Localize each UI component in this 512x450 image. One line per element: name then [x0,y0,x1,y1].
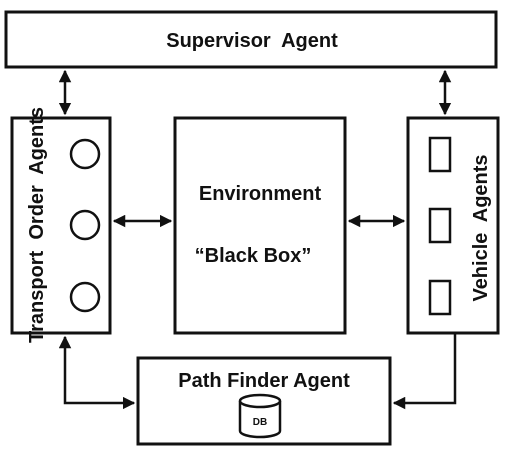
path-finder-agent-label: Path Finder Agent [178,370,350,392]
supervisor-agent-label: Supervisor Agent [166,30,338,52]
arrow-transport-pathfinder [58,335,136,410]
environment-label: Environment [199,183,322,205]
database-icon: DB [238,393,282,439]
vehicle-agent-rect-3 [428,279,452,316]
vehicle-agents-box: Vehicle Agents [406,116,500,335]
black-box-label: “Black Box” [195,245,312,267]
path-finder-agent-box: Path Finder Agent DB [136,356,392,446]
transport-order-agents-label: Transport Order Agents [26,107,48,343]
transport-agent-circle-3 [69,281,101,313]
database-label: DB [253,417,267,428]
transport-agent-circle-1 [69,138,101,170]
vehicle-agent-rect-1 [428,136,452,173]
transport-order-agents-box: Transport Order Agents [10,107,112,343]
vehicle-agent-rect-2 [428,207,452,244]
arrow-vehicle-pathfinder [392,333,457,410]
environment-box: Environment “Black Box” [173,116,347,335]
vehicle-agents-label: Vehicle Agents [470,154,492,301]
supervisor-agent-box: Supervisor Agent [4,10,498,69]
transport-agent-circle-2 [69,209,101,241]
